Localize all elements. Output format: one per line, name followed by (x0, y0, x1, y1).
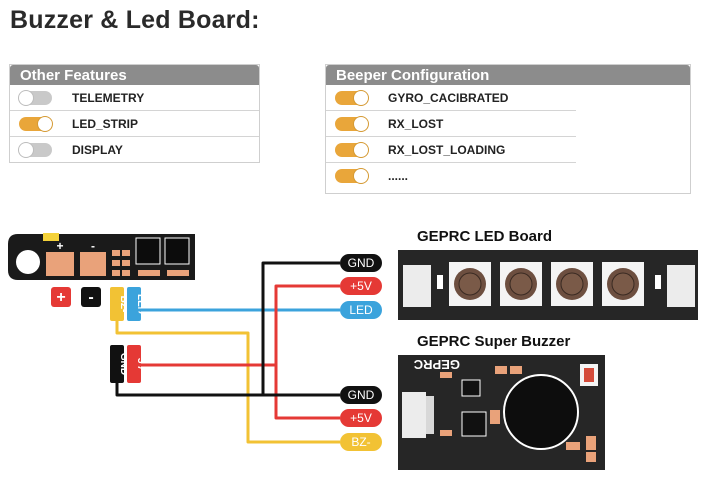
pin-text: GND (348, 256, 375, 270)
mount-hole (16, 250, 40, 274)
led-chip (602, 262, 644, 306)
feature-row-led-strip: LED_STRIP (10, 111, 259, 137)
gnd-wire (261, 261, 340, 395)
buzzer-connector (402, 392, 426, 438)
led-pin-gnd: GND (340, 254, 382, 272)
pin-text: +5V (350, 279, 372, 293)
beeper-label: RX_LOST_LOADING (388, 143, 506, 157)
led-pin-led: LED (340, 301, 382, 319)
chip (164, 237, 190, 265)
led-strip-toggle[interactable] (19, 117, 52, 131)
toggle-knob (19, 143, 33, 157)
beeper-row-rx-lost-loading: RX_LOST_LOADING (326, 137, 576, 163)
connector-left (403, 265, 431, 307)
beeper-configuration-header: Beeper Configuration (326, 65, 690, 85)
connector-right (667, 265, 695, 307)
other-features-header: Other Features (10, 65, 259, 85)
minus-text: - (88, 289, 93, 306)
page-title: Buzzer & Led Board: (10, 6, 260, 34)
fc-plus-badge: + (51, 287, 71, 307)
toggle-knob (354, 169, 368, 183)
buzzer-silkscreen: GEPRC (413, 357, 460, 372)
gnd-wire-fc (115, 383, 340, 397)
buzzer-pin-5v: +5V (340, 409, 382, 427)
led-chip (500, 262, 542, 306)
bz-wire (115, 321, 340, 444)
toggle-knob (354, 91, 368, 105)
toggle-knob (19, 91, 33, 105)
led-chip (551, 262, 593, 306)
toggle-knob (38, 117, 52, 131)
v5-wire-fc (132, 363, 275, 383)
beeper-label: GYRO_CACIBRATED (388, 91, 509, 105)
fc-gnd-badge: GND (110, 345, 129, 383)
toggle-knob (354, 117, 368, 131)
minus-pad (80, 252, 106, 276)
beeper-label: RX_LOST (388, 117, 444, 131)
wires (115, 261, 340, 444)
pin-text: +5V (350, 411, 372, 425)
feature-label: DISPLAY (72, 143, 123, 157)
beeper-row-gyro-calibrated: GYRO_CACIBRATED (326, 85, 576, 111)
pin-text: LED (349, 303, 373, 317)
pin-text: GND (348, 388, 375, 402)
chip (135, 237, 161, 265)
led-board (398, 250, 698, 320)
buzzer-pin-bz: BZ- (340, 433, 382, 451)
led-text: LED (135, 294, 146, 314)
more-toggle[interactable] (335, 169, 368, 183)
rx-lost-toggle[interactable] (335, 117, 368, 131)
led-board-title: GEPRC LED Board (417, 228, 552, 245)
plus-text: + (56, 289, 65, 306)
fc-minus-badge: - (81, 287, 101, 307)
fc-bz-badge: BZ- (110, 287, 129, 321)
pad-minus-text: - (91, 239, 95, 253)
buzzer-board: GEPRC (398, 355, 605, 470)
led-pin-5v: +5V (340, 277, 382, 295)
feature-label: LED_STRIP (72, 117, 139, 131)
telemetry-toggle[interactable] (19, 91, 52, 105)
beeper-row-more: ...... (326, 163, 576, 188)
v5-wire (274, 284, 340, 420)
beeper-configuration-panel: Beeper Configuration GYRO_CACIBRATED RX_… (325, 64, 691, 194)
feature-row-telemetry: TELEMETRY (10, 85, 259, 111)
bz-text: BZ- (118, 296, 129, 313)
buzzer-disc (503, 374, 579, 450)
fc-led-badge: LED (127, 287, 146, 321)
gyro-calibrated-toggle[interactable] (335, 91, 368, 105)
pad-connector (43, 233, 59, 241)
display-toggle[interactable] (19, 143, 52, 157)
other-features-panel: Other Features TELEMETRY LED_STRIP DISPL… (9, 64, 260, 163)
led-chip (449, 262, 491, 306)
gnd-text: GND (118, 353, 129, 375)
toggle-knob (354, 143, 368, 157)
buzzer-title: GEPRC Super Buzzer (417, 333, 571, 350)
rx-lost-loading-toggle[interactable] (335, 143, 368, 157)
feature-row-display: DISPLAY (10, 137, 259, 162)
pad-plus-text: + (56, 239, 63, 253)
feature-label: TELEMETRY (72, 91, 145, 105)
pin-text: BZ- (351, 435, 370, 449)
beeper-row-rx-lost: RX_LOST (326, 111, 576, 137)
beeper-label: ...... (388, 169, 409, 183)
plus-pad (46, 252, 74, 276)
buzzer-pin-gnd: GND (340, 386, 382, 404)
led-wire (132, 308, 340, 321)
fc-board: + - (8, 233, 195, 280)
